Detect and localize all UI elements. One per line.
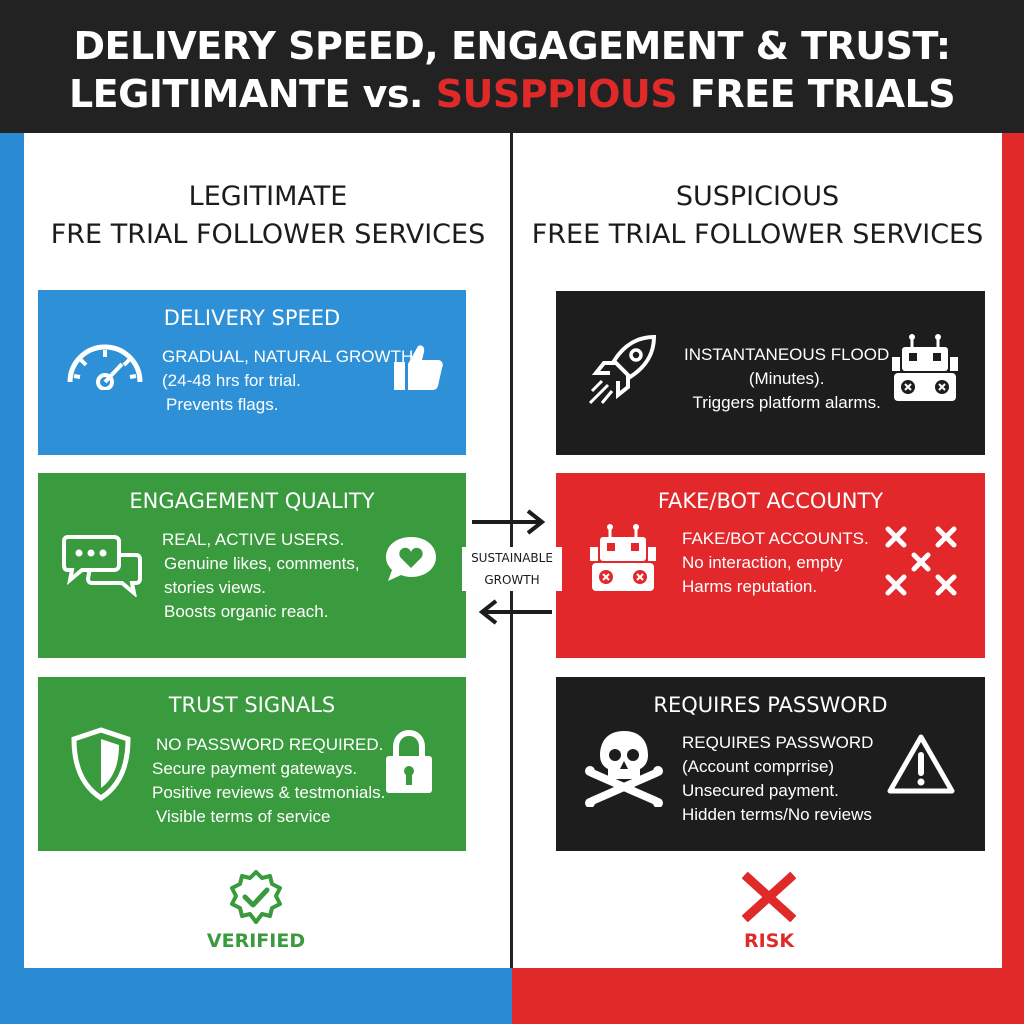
card-line: Harms reputation. [682,577,818,596]
card-title: DELIVERY SPEED [163,306,341,330]
left-frame [0,133,24,1024]
card-line: Secure payment gateways. [152,759,358,778]
card-line: REAL, ACTIVE USERS. [162,530,345,549]
title-suffix: FREE TRIALS [677,72,956,116]
rocket-icon [588,334,657,405]
title-banner: DELIVERY SPEED, ENGAGEMENT & TRUST: LEGI… [0,0,1024,133]
legit-delivery-card: DELIVERY SPEED GRADUAL, NATURAL GROWTH (… [38,290,466,455]
risk-label: RISK [743,930,795,952]
sustainable-growth-line1: SUSTAINABLE [471,551,553,565]
suspicious-engagement-card: FAKE/BOT ACCOUNTY FAKE/BOT ACCOUNTS. No … [556,473,985,658]
card-line: stories views. [164,578,267,597]
chat-bubbles-icon [62,535,142,597]
card-body: INSTANTANEOUS FLOOD (Minutes). Triggers … [684,343,889,415]
card-line: GRADUAL, NATURAL GROWTH [162,347,414,366]
suspicious-heading-line1: SUSPICIOUS [675,181,840,212]
card-body: GRADUAL, NATURAL GROWTH (24-48 hrs for t… [162,345,413,417]
card-title: FAKE/BOT ACCOUNTY [657,489,884,513]
card-body: FAKE/BOT ACCOUNTS. No interaction, empty… [682,527,869,599]
verified-label: VERIFIED [206,930,306,952]
sustainable-growth-label: SUSTAINABLE GROWTH [462,547,562,591]
card-title: ENGAGEMENT QUALITY [129,489,375,513]
thumbs-up-icon [394,345,443,390]
card-body: REQUIRES PASSWORD (Account comprrise) Un… [682,731,873,827]
right-arrow-icon [472,509,546,535]
card-line: (24-48 hrs for trial. [162,371,301,390]
sustainable-growth-line2: GROWTH [484,573,540,587]
card-line: No interaction, empty [682,553,843,572]
card-line: INSTANTANEOUS FLOOD [684,345,890,364]
legit-trust-card: TRUST SIGNALS NO PASSWORD REQUIRED. Secu… [38,677,466,851]
card-title: TRUST SIGNALS [168,693,336,717]
legitimate-heading-line1: LEGITIMATE [188,181,348,212]
padlock-icon [386,729,432,793]
suspicious-trust-card: REQUIRES PASSWORD REQUIRES PASSWORD (Acc… [556,677,985,851]
title-line-2: LEGITIMANTE vs. SUSPPIOUS FREE TRIALS [0,72,1024,116]
title-accent: SUSPPIOUS [435,72,678,116]
card-line: (Account comprrise) [682,757,835,776]
x-marks-icon [885,526,957,596]
card-title: REQUIRES PASSWORD [653,693,888,717]
warning-icon [887,734,955,794]
card-line: Genuine likes, comments, [164,554,360,573]
legit-engagement-card: ENGAGEMENT QUALITY REAL, ACTIVE USERS. G… [38,473,466,658]
robot-icon [892,334,958,401]
card-line: Hidden terms/No reviews [682,805,872,824]
title-prefix: LEGITIMANTE vs. [68,72,436,116]
card-line: Prevents flags. [166,395,279,414]
card-line: Positive reviews & testmonials. [152,783,386,802]
card-line: Unsecured payment. [682,781,839,800]
legitimate-heading-line2: FRE TRIAL FOLLOWER SERVICES [50,219,486,250]
heart-bubble-icon [386,537,436,581]
suspicious-heading-line2: FREE TRIAL FOLLOWER SERVICES [531,219,984,250]
suspicious-heading: SUSPICIOUS FREE TRIAL FOLLOWER SERVICES [513,178,1002,254]
card-line: FAKE/BOT ACCOUNTS. [682,529,869,548]
card-body: NO PASSWORD REQUIRED. Secure payment gat… [152,733,385,829]
robot-icon [590,524,656,591]
card-line: Boosts organic reach. [164,602,329,621]
risk-x-icon [742,872,796,922]
card-line: Visible terms of service [156,807,331,826]
card-body: REAL, ACTIVE USERS. Genuine likes, comme… [162,528,360,624]
right-frame-bottom [512,968,1024,1024]
card-line: REQUIRES PASSWORD [682,733,874,752]
legitimate-heading: LEGITIMATE FRE TRIAL FOLLOWER SERVICES [24,178,512,254]
shield-icon [71,727,131,801]
verified-badge-icon [230,870,282,924]
card-line: NO PASSWORD REQUIRED. [156,735,384,754]
card-line: (Minutes). [748,369,825,388]
left-arrow-icon [478,599,552,625]
title-line-1: DELIVERY SPEED, ENGAGEMENT & TRUST: [73,24,951,68]
speedometer-icon [67,344,143,390]
left-frame-bottom [0,968,512,1024]
card-line: Triggers platform alarms. [692,393,881,412]
skull-icon [585,731,663,807]
suspicious-delivery-card: INSTANTANEOUS FLOOD (Minutes). Triggers … [556,291,985,455]
right-frame [1002,133,1024,1024]
